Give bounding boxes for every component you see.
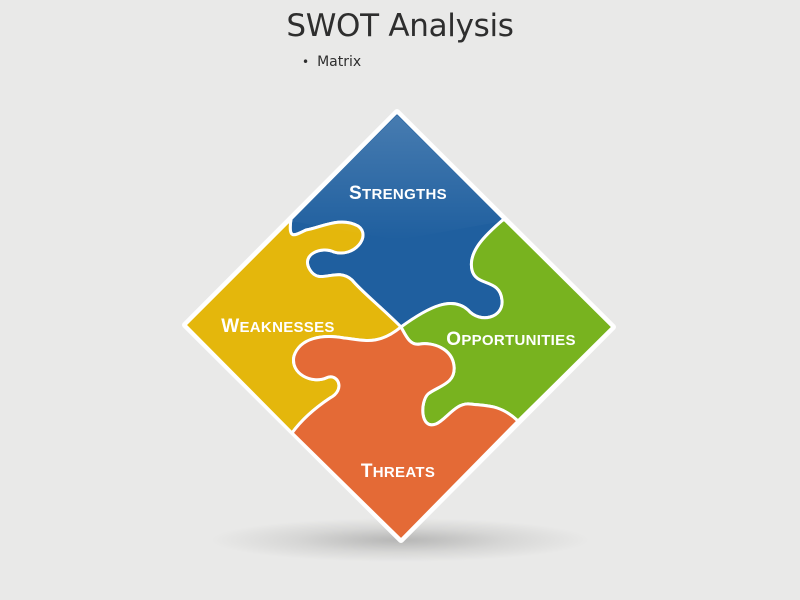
threats-piece [290, 325, 520, 542]
gloss-highlight [291, 115, 504, 240]
opportunities-label-first: O [446, 329, 461, 350]
threats-label-first: T [361, 461, 373, 482]
bullet-item: • Matrix [302, 54, 361, 70]
slide-title: SWOT Analysis [286, 8, 514, 44]
weaknesses-label: WEAKNESSES [221, 316, 334, 337]
threats-label-rest: HREATS [373, 464, 435, 481]
bullet-list: • Matrix [302, 54, 361, 70]
threats-label: THREATS [361, 461, 435, 482]
strengths-label: STRENGTHS [349, 183, 447, 204]
strengths-label-rest: TRENGTHS [362, 186, 447, 203]
weaknesses-label-rest: EAKNESSES [240, 319, 335, 336]
opportunities-label: OPPORTUNITIES [446, 329, 576, 350]
weaknesses-label-first: W [221, 316, 239, 337]
bullet-text: Matrix [317, 54, 362, 70]
bullet-dot-icon: • [302, 55, 310, 69]
strengths-label-first: S [349, 183, 362, 204]
opportunities-label-rest: PPORTUNITIES [461, 332, 575, 349]
